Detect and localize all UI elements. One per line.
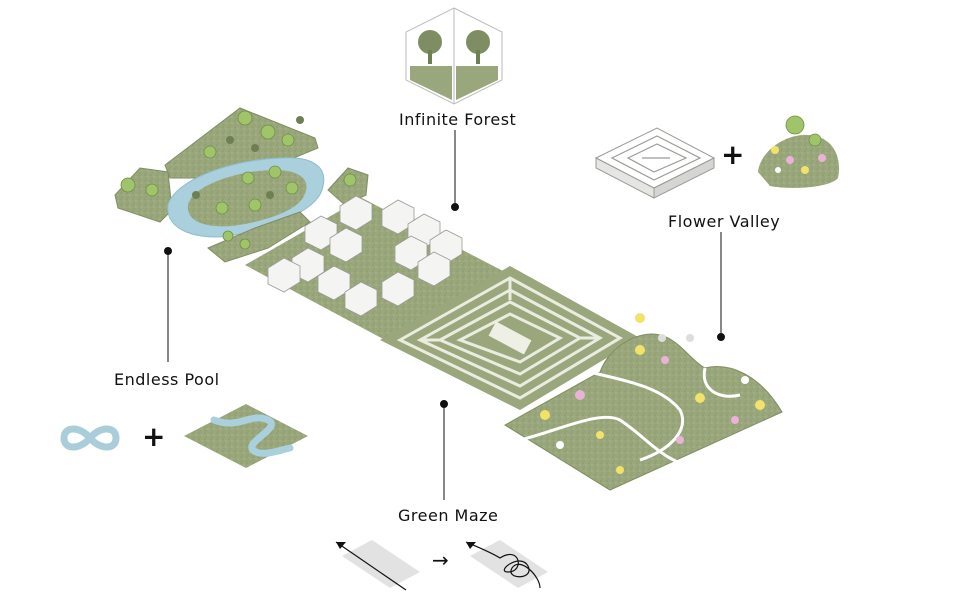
plus-symbol-pool: + — [142, 420, 166, 453]
label-green-maze: Green Maze — [398, 506, 499, 525]
village-plate — [245, 195, 505, 340]
leader-dot-infinite-forest — [451, 203, 459, 211]
house-icons — [267, 195, 463, 317]
flower-valley-plate — [504, 313, 783, 491]
infinity-icon — [60, 425, 120, 451]
flower-mound-icon — [758, 115, 840, 188]
leader-lines — [164, 130, 725, 500]
maze-plate — [380, 266, 640, 410]
forest-cube-icon — [405, 7, 503, 105]
tree-icons — [120, 110, 357, 250]
valley-ground — [504, 333, 783, 491]
maze-paths — [396, 276, 624, 400]
label-endless-pool: Endless Pool — [114, 370, 220, 389]
label-flower-valley: Flower Valley — [668, 212, 781, 231]
forest-islands — [114, 107, 369, 263]
forest-island-bottom — [207, 211, 311, 263]
leader-dot-green-maze — [440, 400, 448, 408]
valley-paths — [519, 367, 741, 472]
leader-dot-flower-valley — [717, 333, 725, 341]
straight-path-icon — [335, 540, 420, 591]
forest-island-right — [327, 167, 369, 206]
maze-block-icon — [594, 127, 716, 199]
tree-dark-icons — [192, 116, 304, 199]
forest-island-left — [114, 167, 173, 223]
arrow-symbol: → — [432, 548, 450, 572]
river-tile-icon — [184, 404, 308, 468]
plus-symbol-maze: + — [721, 138, 745, 171]
tangled-path-icon — [465, 540, 548, 589]
leader-dot-endless-pool — [164, 247, 172, 255]
label-infinite-forest: Infinite Forest — [399, 110, 517, 129]
flower-icons — [540, 313, 765, 474]
maze-center — [488, 321, 532, 355]
